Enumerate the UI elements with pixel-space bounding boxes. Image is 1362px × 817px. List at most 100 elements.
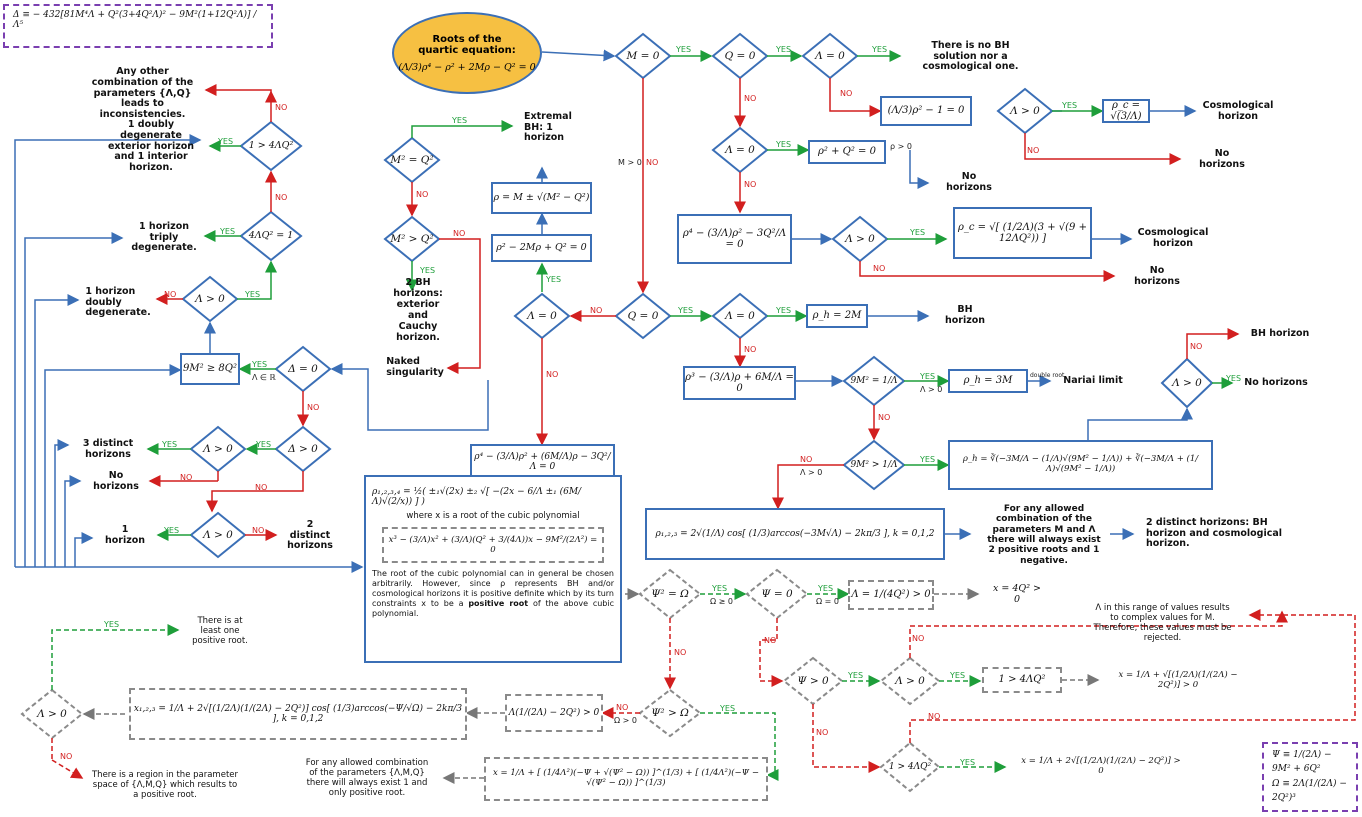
decision-m2-eq-q2: M² = Q² (390, 153, 434, 166)
output-cosmological-2: Cosmological horizon (1133, 225, 1213, 253)
output-no-horizons-b: No horizons (930, 171, 1008, 194)
output-naked-singularity: Naked singularity (380, 354, 450, 382)
output-no-horizons-a: No horizons (1183, 148, 1261, 170)
label-no: NO (912, 634, 925, 643)
decision-delta-eq0: Δ = 0 (288, 362, 318, 375)
label-no: NO (275, 193, 288, 202)
label-yes: YES (872, 45, 888, 54)
decision-l0-b: Λ = 0 (725, 143, 755, 156)
start-equation: (Λ/3)ρ⁴ − ρ² + 2Mρ − Q² = 0 (398, 61, 536, 73)
output-bh-horizon-1: BH horizon (930, 304, 1000, 327)
label-no: NO (60, 752, 73, 761)
label-yes: YES (920, 455, 936, 464)
output-two-distinct: 2 distinct horizons (278, 519, 342, 552)
label-yes: YES (678, 306, 694, 315)
decision-lgt0-far: Λ > 0 (1172, 376, 1202, 389)
output-x-4q2: x = 4Q² > 0 (980, 583, 1054, 606)
decision-lgt0-a: Λ > 0 (1010, 104, 1040, 117)
label-yes: YES (218, 137, 234, 146)
cubic-polynomial: x³ − (3/Λ)x² + (3/Λ)(Q² + 3/(4Λ))x − 9M²… (382, 527, 604, 563)
output-no-horizons-e: No horizons (82, 470, 150, 492)
rho-c-sqrt3l: ρ_c = √(3/Λ) (1102, 99, 1150, 123)
decision-lgt0-c: Λ > 0 (195, 292, 225, 305)
label-yes: YES (848, 671, 864, 680)
decision-lgt0-b: Λ > 0 (845, 232, 875, 245)
start-ellipse: Roots of the quartic equation: (Λ/3)ρ⁴ −… (392, 12, 542, 94)
decision-q0-top: Q = 0 (724, 49, 756, 62)
lambda-term-cond: Λ(1/(2Λ) − 2Q²) > 0 (505, 694, 603, 732)
output-bh-horizon-2: BH horizon (1240, 323, 1320, 345)
rho-m-pm: ρ = M ± √(M² − Q²) (491, 182, 592, 214)
label-no: NO (453, 229, 466, 238)
label-yes: YES (252, 360, 268, 369)
output-extremal-bh: Extremal BH: 1 horizon (514, 111, 590, 144)
label-no: NO (546, 370, 559, 379)
label-yes: YES (164, 526, 180, 535)
label-yes: YES (676, 45, 692, 54)
label-l-in-r: Λ ∈ ℝ (252, 373, 276, 382)
label-no: NO (1027, 146, 1040, 155)
label-no: NO (744, 94, 757, 103)
decision-psi-eq0: Ψ = 0 (761, 587, 793, 600)
output-complex-values: Λ in this range of values results to com… (1080, 598, 1245, 650)
label-no: NO (616, 703, 629, 712)
eq-full-quartic: ρ⁴ − (3/Λ)ρ² + (6M/Λ)ρ − 3Q²/Λ = 0 (470, 444, 615, 480)
decision-lgt0-d: Λ > 0 (203, 442, 233, 455)
output-x-c: x = 1/Λ + 2√[(1/2Λ)(1/(2Λ) − 2Q²)] > 0 (1008, 744, 1194, 790)
output-any-other-combination: Any other combination of the parameters … (80, 66, 205, 121)
omega-definition: Ω ≡ 2Λ(1/(2Λ) − 2Q²)³ (1272, 778, 1347, 804)
decision-psi2-gt-omega: Ψ² > Ω (651, 706, 689, 719)
output-doubly-degenerate: 1 horizon doubly degenerate. (78, 286, 158, 319)
label-l-gt0: Λ > 0 (920, 385, 943, 394)
label-no: NO (878, 413, 891, 422)
decision-9m2-gt: 9M² > 1/Λ (850, 459, 898, 470)
label-no: NO (307, 403, 320, 412)
output-x-b: x = 1/Λ + √[(1/2Λ)(1/(2Λ) − 2Q²)] > 0 (1100, 658, 1256, 704)
label-no: NO (873, 264, 886, 273)
label-no: NO (416, 190, 429, 199)
decision-psi2-eq-omega: Ψ² = Ω (651, 587, 689, 600)
label-yes: YES (420, 266, 436, 275)
start-title: Roots of the quartic equation: (418, 33, 516, 56)
output-at-least-one: There is at least one positive root. (180, 616, 260, 647)
label-yes: YES (776, 306, 792, 315)
rho-123-trig: ρ₁,₂,₃ = 2√(1/Λ) cos[ (1/3)arccos(−3M√Λ)… (645, 508, 945, 560)
label-yes: YES (104, 620, 120, 629)
label-yes: YES (452, 116, 468, 125)
output-two-bh-horizons: 2 BH horizons: exterior and Cauchy horiz… (380, 277, 456, 342)
label-no: NO (1190, 342, 1203, 351)
eq-quartic-q: ρ⁴ − (3/Λ)ρ² − 3Q²/Λ = 0 (677, 214, 792, 264)
decision-delta-gt0: Δ > 0 (288, 442, 318, 455)
decision-9m2-eq: 9M² = 1/Λ (850, 375, 898, 386)
decision-lgt0-g: Λ > 0 (37, 707, 67, 720)
label-yes: YES (818, 584, 834, 593)
label-yes: YES (256, 440, 272, 449)
decision-l0-mid: Λ = 0 (725, 309, 755, 322)
eq-rho2-q2: ρ² + Q² = 0 (808, 140, 886, 164)
one-gt-4lq2-box: 1 > 4ΛQ² (982, 667, 1062, 693)
label-yes: YES (950, 671, 966, 680)
output-no-horizons-d: No horizons (1234, 372, 1318, 394)
label-yes: YES (546, 275, 562, 284)
label-m-gt0: M > 0 (618, 158, 642, 167)
output-one-horizon: 1 horizon (94, 524, 156, 546)
label-no: NO (255, 483, 268, 492)
label-omega-eq0: Ω = 0 (816, 597, 839, 606)
general-solution-box: ρ₁,₂,₃,₄ = ½( ±₁√(2x) ±₂ √[ −(2x − 6/Λ ±… (364, 475, 622, 663)
label-omega-gt0: Ω > 0 (614, 716, 637, 725)
x123-trig: x₁,₂,₃ = 1/Λ + 2√[(1/2Λ)(1/(2Λ) − 2Q²)] … (129, 688, 467, 740)
decision-m0: M = 0 (626, 49, 660, 62)
label-rho-gt0: ρ > 0 (890, 142, 912, 151)
label-no: NO (252, 526, 265, 535)
output-any-allowed-lmq: For any allowed combination of the param… (292, 756, 442, 802)
output-region: There is a region in the parameter space… (80, 766, 250, 806)
psi-omega-definitions: Ψ ≡ 1/(2Λ) − 9M² + 6Q² Ω ≡ 2Λ(1/(2Λ) − 2… (1262, 742, 1358, 812)
delta-definition: Δ ≡ − 432[81M⁴Λ + Q²(3+4Q²Λ)² − 9M²(1+12… (3, 4, 273, 48)
rho-h-2m: ρ_h = 2M (806, 304, 868, 328)
psi-definition: Ψ ≡ 1/(2Λ) − 9M² + 6Q² (1272, 750, 1332, 775)
eq-rho-cosmological: (Λ/3)ρ² − 1 = 0 (880, 96, 972, 126)
label-double-root: double root (1030, 372, 1065, 379)
label-yes: YES (245, 290, 261, 299)
output-cosmological-1: Cosmological horizon (1198, 98, 1278, 126)
label-no: NO (840, 89, 853, 98)
